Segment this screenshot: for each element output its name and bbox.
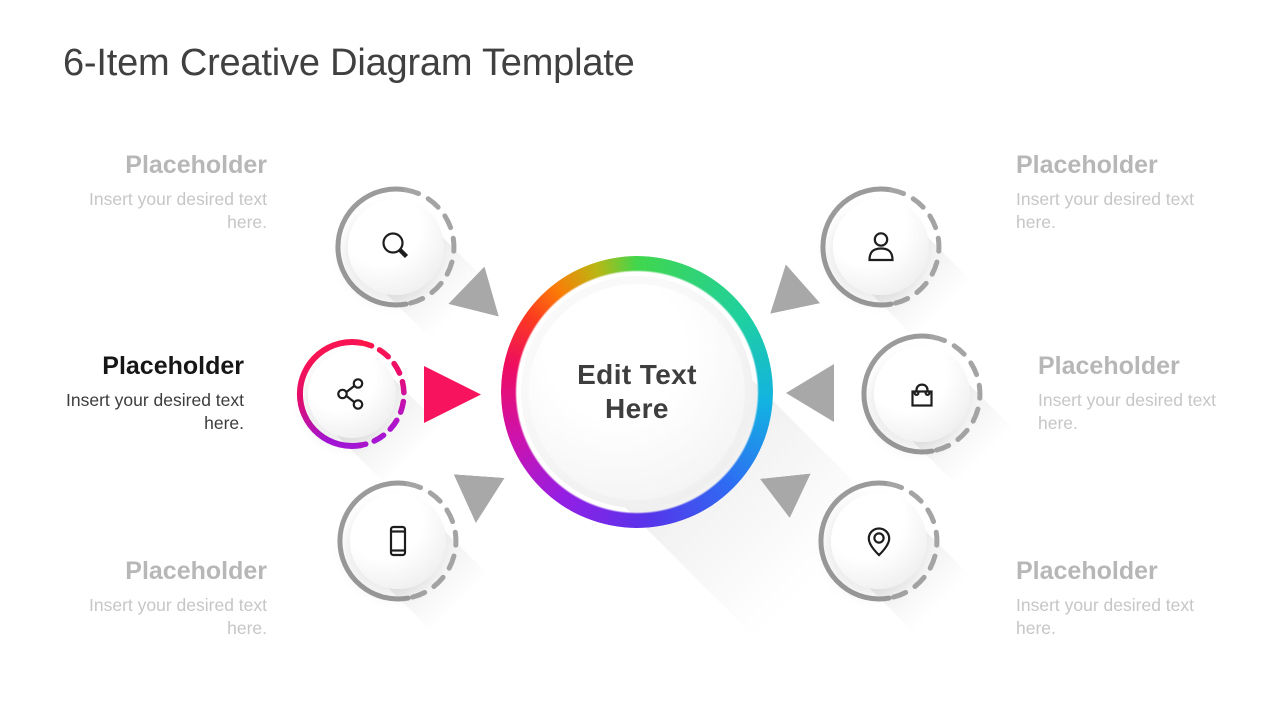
arrow-middle-right-icon <box>786 364 834 422</box>
placeholder-heading: Placeholder <box>125 557 267 585</box>
page-title: 6-Item Creative Diagram Template <box>63 42 635 84</box>
satellite-inner-circle <box>308 350 396 438</box>
satellite-inner-circle <box>350 493 446 589</box>
satellite-middle-right[interactable] <box>858 330 1034 506</box>
shopping-bag-icon <box>911 383 933 407</box>
placeholder-block-left-middle[interactable]: Placeholder Insert your desired text her… <box>52 352 244 435</box>
arrow-top-right-icon <box>761 259 820 314</box>
placeholder-heading: Placeholder <box>1016 151 1158 179</box>
placeholder-heading: Placeholder <box>1038 352 1180 380</box>
arrow-bottom-right-icon <box>760 473 815 520</box>
satellite-inner-circle <box>874 346 970 442</box>
smartphone-icon <box>389 525 407 557</box>
placeholder-body: Insert your desired text here. <box>1016 594 1194 638</box>
gray-dashed-ring <box>337 480 459 602</box>
placeholder-block-right-top[interactable]: Placeholder Insert your desired text her… <box>1016 151 1208 234</box>
satellite-inner-circle <box>348 199 444 295</box>
center-circle-face: Edit Text Here <box>529 284 745 500</box>
gray-dashed-ring <box>818 480 940 602</box>
gray-dashed-ring <box>820 186 942 308</box>
placeholder-block-left-bottom[interactable]: Placeholder Insert your desired text her… <box>75 557 267 640</box>
gray-dashed-ring <box>861 333 983 455</box>
placeholder-body: Insert your desired text here. <box>66 389 244 433</box>
satellite-inner-circle <box>833 199 929 295</box>
placeholder-body: Insert your desired text here. <box>1038 389 1216 433</box>
placeholder-body: Insert your desired text here. <box>1016 188 1194 232</box>
placeholder-heading: Placeholder <box>102 352 244 380</box>
arrow-middle-left-pink-icon <box>424 366 481 423</box>
placeholder-body: Insert your desired text here. <box>89 188 267 232</box>
satellite-bottom-left[interactable] <box>334 477 510 653</box>
search-icon <box>382 232 409 259</box>
gray-dashed-ring <box>335 186 457 308</box>
satellite-bottom-right[interactable] <box>815 477 991 653</box>
satellite-top-left[interactable] <box>332 183 508 359</box>
pink-dashed-ring <box>296 339 407 449</box>
placeholder-heading: Placeholder <box>125 151 267 179</box>
placeholder-heading: Placeholder <box>1016 557 1158 585</box>
center-edit-text[interactable]: Edit Text Here <box>577 359 697 424</box>
satellite-inner-circle <box>831 493 927 589</box>
user-icon <box>868 232 894 262</box>
location-pin-icon <box>867 527 891 557</box>
placeholder-block-right-bottom[interactable]: Placeholder Insert your desired text her… <box>1016 557 1208 640</box>
placeholder-block-right-middle[interactable]: Placeholder Insert your desired text her… <box>1038 352 1230 435</box>
satellite-middle-left-highlighted[interactable] <box>294 336 464 506</box>
center-circle[interactable]: Edit Text Here <box>521 276 753 508</box>
share-icon <box>337 378 364 410</box>
placeholder-block-left-top[interactable]: Placeholder Insert your desired text her… <box>75 151 267 234</box>
placeholder-body: Insert your desired text here. <box>89 594 267 638</box>
satellite-top-right[interactable] <box>817 183 993 359</box>
